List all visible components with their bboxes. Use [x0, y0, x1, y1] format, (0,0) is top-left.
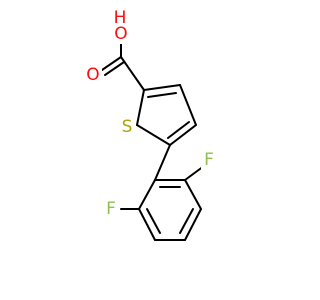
- atom-o-carbonyl: O: [84, 65, 102, 85]
- atom-h: H: [112, 8, 128, 28]
- bond-c-o-double-b: [104, 61, 125, 76]
- bond-thiophene-phenyl: [154, 144, 171, 181]
- bond-ph3-ph4: [184, 208, 202, 241]
- atom-labels: H O O S F F: [84, 8, 217, 219]
- bond-s-c2: [136, 89, 145, 126]
- atom-label-o-hydroxyl: O: [114, 24, 127, 44]
- bond-c3-c4: [179, 84, 197, 126]
- bond-ph6-ph1: [138, 179, 156, 210]
- bond-c4-c5: [169, 124, 197, 146]
- molecule-structure: H O O S F F: [84, 8, 217, 241]
- bonds: [101, 35, 205, 241]
- bond-c-o-double-a: [101, 56, 122, 71]
- atom-s: S: [119, 117, 135, 137]
- atom-o-hydroxyl: O: [113, 24, 129, 44]
- bond-ph5-ph6-inner: [146, 208, 161, 234]
- bond-c-f1: [184, 165, 205, 181]
- bond-c2-c3-inner: [147, 92, 177, 98]
- atom-f-right: F: [201, 150, 217, 170]
- bond-ph2-ph3: [184, 179, 202, 210]
- atom-label-s: S: [122, 117, 133, 137]
- bond-c4-c5-inner: [167, 121, 190, 139]
- atom-f-left: F: [103, 199, 119, 219]
- atom-label-f-right: F: [204, 150, 214, 170]
- atom-label-h: H: [114, 8, 127, 28]
- atom-label-o-carbonyl: O: [86, 65, 99, 85]
- atom-label-f-left: F: [106, 199, 116, 219]
- bond-carboxyl-ring: [120, 56, 145, 91]
- bond-ph5-ph6: [138, 208, 156, 241]
- bond-c2-c3: [143, 84, 181, 91]
- bond-c5-s: [136, 124, 171, 146]
- bond-ph3-ph4-inner: [179, 208, 194, 234]
